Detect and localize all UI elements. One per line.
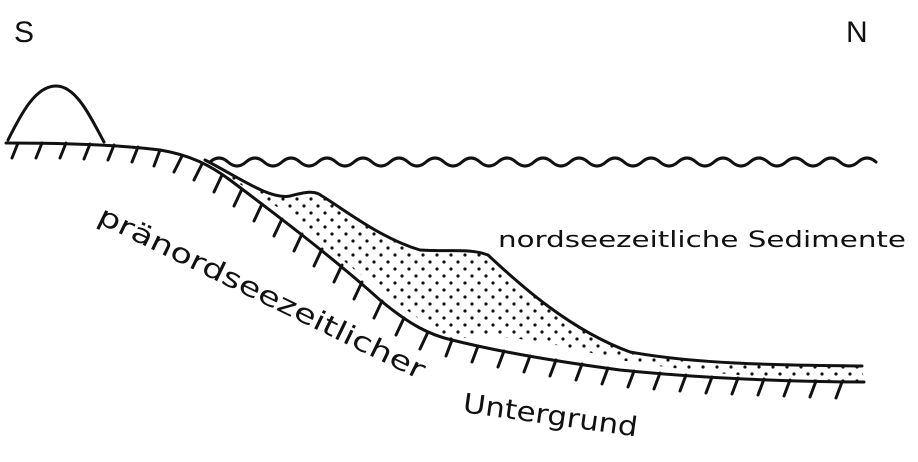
basement-label-line2: Untergrund	[461, 388, 640, 443]
sediments-label: nordseezeitliche Sedimente	[498, 228, 906, 253]
north-label: N	[846, 16, 868, 49]
sediment-fill	[205, 160, 864, 382]
basement-hachures	[10, 141, 844, 400]
coastal-hill	[6, 84, 106, 144]
sediment-top-surface	[203, 158, 864, 368]
sea-surface	[208, 156, 878, 168]
basement-label-line1: pränordseezeitlicher	[93, 200, 431, 386]
south-label: S	[14, 16, 34, 49]
